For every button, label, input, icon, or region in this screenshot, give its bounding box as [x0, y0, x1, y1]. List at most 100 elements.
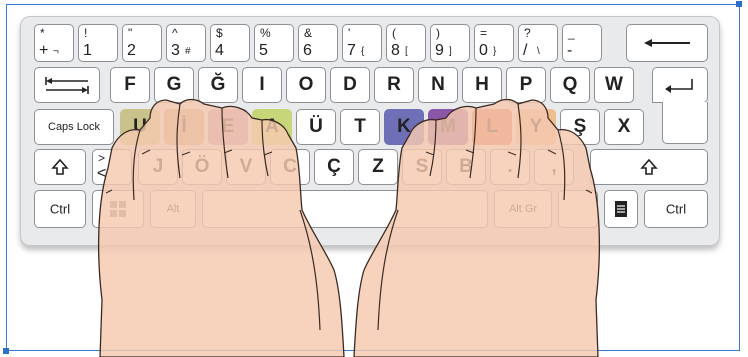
key-F[interactable]: F [110, 67, 150, 103]
key-label: C [283, 156, 297, 177]
key-W[interactable]: W [594, 67, 634, 103]
key-shift-label: ^ [172, 26, 178, 40]
key-R[interactable]: R [374, 67, 414, 103]
windows-key-right[interactable] [558, 190, 598, 228]
key-+[interactable]: *+¬ [34, 24, 74, 62]
key-U[interactable]: U [120, 109, 160, 145]
key-label: T [354, 116, 366, 137]
key-label: O [298, 74, 314, 95]
key-A[interactable]: A [252, 109, 292, 145]
key-label: . [507, 156, 513, 177]
key-3[interactable]: ^3# [166, 24, 206, 62]
key-4[interactable]: $4 [210, 24, 250, 62]
key-5[interactable]: %5 [254, 24, 294, 62]
key-T[interactable]: T [340, 109, 380, 145]
key-label: H [475, 74, 489, 95]
key-label: F [124, 74, 136, 95]
key-label: 1 [83, 42, 92, 59]
key-B[interactable]: B [446, 149, 486, 185]
key-I[interactable]: I [242, 67, 282, 103]
key-shift-label: * [40, 26, 45, 40]
key-label: D [343, 74, 357, 95]
frame-corner [736, 1, 742, 7]
key-label: Ş [573, 116, 587, 137]
key-label: V [239, 156, 253, 177]
key-2[interactable]: "2 [122, 24, 162, 62]
key-label: S [415, 156, 429, 177]
less-than-key[interactable]: >< [92, 149, 132, 185]
key-C[interactable]: C [270, 149, 310, 185]
key-8[interactable]: (8[ [386, 24, 426, 62]
key-Q[interactable]: Q [550, 67, 590, 103]
key-J[interactable]: J [138, 149, 178, 185]
enter-key[interactable] [652, 67, 708, 103]
key-K[interactable]: K [384, 109, 424, 145]
key-label: 0 [479, 42, 488, 59]
alt-gr-key[interactable]: Alt Gr [494, 190, 552, 228]
left-shift-key[interactable] [34, 149, 86, 185]
key-shift-label: ( [392, 26, 396, 40]
key-V[interactable]: V [226, 149, 266, 185]
key-altgr-label: [ [405, 46, 408, 57]
ctrl-label: Ctrl [49, 201, 71, 217]
key-H[interactable]: H [462, 67, 502, 103]
enter-key-lower[interactable] [662, 102, 708, 144]
caps-lock-key[interactable]: Caps Lock [34, 109, 114, 145]
key-D[interactable]: D [330, 67, 370, 103]
key-shift-label: $ [216, 26, 223, 40]
key-Y[interactable]: Y [516, 109, 556, 145]
key-9[interactable]: )9] [430, 24, 470, 62]
key-İ[interactable]: İ [164, 109, 204, 145]
key-M[interactable]: M [428, 109, 468, 145]
key-shift-label: & [304, 26, 313, 40]
key-X[interactable]: X [604, 109, 644, 145]
key--[interactable]: _- [562, 24, 602, 62]
ctrl-label: Ctrl [665, 201, 687, 217]
key-label: Ü [309, 116, 323, 137]
frame-corner [3, 348, 9, 354]
key-S[interactable]: S [402, 149, 442, 185]
alt-key[interactable]: Alt [150, 190, 196, 228]
key-L[interactable]: L [472, 109, 512, 145]
backspace-key[interactable] [626, 24, 708, 62]
key-label: 3 [171, 42, 180, 59]
key-label: Y [529, 116, 543, 137]
key-P[interactable]: P [506, 67, 546, 103]
key-0[interactable]: =0} [474, 24, 514, 62]
key-label: A [265, 116, 279, 137]
key-,[interactable]: , [534, 149, 574, 185]
key-1[interactable]: !1 [78, 24, 118, 62]
key-E[interactable]: E [208, 109, 248, 145]
key-altgr-label: } [493, 46, 497, 57]
key-G[interactable]: G [154, 67, 194, 103]
key-Ö[interactable]: Ö [182, 149, 222, 185]
key-label: Z [372, 156, 384, 177]
key-6[interactable]: &6 [298, 24, 338, 62]
key-N[interactable]: N [418, 67, 458, 103]
tab-key[interactable] [34, 67, 100, 103]
key-Ü[interactable]: Ü [296, 109, 336, 145]
right-ctrl-key[interactable]: Ctrl [644, 190, 708, 228]
key-Ğ[interactable]: Ğ [198, 67, 238, 103]
key-label: Ç [327, 156, 341, 177]
key-7[interactable]: '7{ [342, 24, 382, 62]
key-O[interactable]: O [286, 67, 326, 103]
key-shift-label: ) [436, 26, 440, 40]
key-Ç[interactable]: Ç [314, 149, 354, 185]
windows-key[interactable] [92, 190, 144, 228]
menu-key[interactable] [604, 190, 638, 228]
key-label: I [259, 74, 265, 95]
key-label: 5 [259, 42, 268, 59]
key-label: , [551, 156, 557, 177]
space-bar[interactable] [202, 190, 488, 228]
key-shift-label: " [128, 26, 133, 40]
left-ctrl-key[interactable]: Ctrl [34, 190, 86, 228]
key-Z[interactable]: Z [358, 149, 398, 185]
key-.[interactable]: . [490, 149, 530, 185]
key-Ş[interactable]: Ş [560, 109, 600, 145]
alt-label: Alt [166, 203, 180, 215]
enter-icon [653, 68, 707, 102]
right-shift-key[interactable] [590, 149, 708, 185]
key-altgr-label: { [361, 46, 365, 57]
key-/[interactable]: ?/\ [518, 24, 558, 62]
